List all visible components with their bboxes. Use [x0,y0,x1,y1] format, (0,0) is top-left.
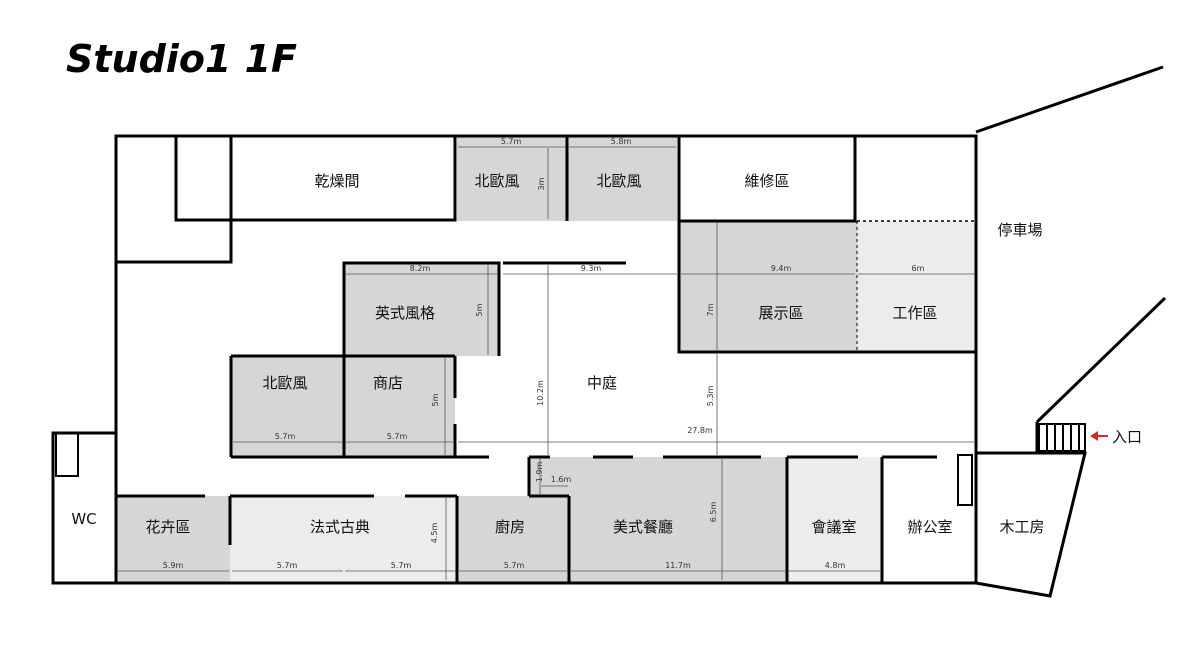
label-office: 辦公室 [907,518,952,536]
dim-nordic-top1-width: 5.7m [501,137,522,146]
dim-shop-depth: 5m [431,393,440,406]
dim-total-length: 27.8m [687,426,713,435]
label-meeting: 會議室 [811,518,856,536]
room-step [529,457,569,496]
dim-american-depth: 6.5m [709,502,718,523]
label-workarea: 工作區 [892,304,937,322]
label-shop: 商店 [373,374,403,392]
label-drying: 乾燥間 [314,172,359,190]
label-french: 法式古典 [310,518,370,536]
dimension-lines [118,146,974,580]
wc-fixture [55,432,79,477]
dim-showroom-depth: 7m [706,303,715,316]
dim-french-width1: 5.7m [277,561,298,570]
dimension-labels: 5.7m 5.8m 3m 8.2m 5m 9.3m 9.4m 6m 7m 10.… [163,137,925,570]
wall-repair [677,136,857,223]
dim-nordic-top1-depth: 3m [537,177,546,190]
dim-english-width: 8.2m [410,264,431,273]
label-repair: 維修區 [744,172,789,190]
dim-nordic-top2-width: 5.8m [611,137,632,146]
boundary-east [1035,296,1167,424]
parking-boundary [975,65,1164,134]
dim-nordic-mid-width: 5.7m [275,432,296,441]
label-nordic-mid: 北歐風 [262,374,307,392]
wall-nw-block [116,136,233,264]
room-meeting [787,457,882,582]
room-nordic-mid [231,356,344,457]
walls [51,65,1167,598]
wall-carpentry [975,451,1087,598]
dim-flower-width: 5.9m [163,561,184,570]
wall-english [342,261,501,356]
label-parking: 停車場 [997,221,1042,239]
room-shop [344,356,455,457]
label-courtyard: 中庭 [587,374,617,392]
label-entrance: 入口 [1112,428,1142,446]
room-nordic-top2 [567,137,677,221]
dim-american-width: 11.7m [665,561,691,570]
label-nordic-top2: 北歐風 [596,172,641,190]
dim-english-depth: 5m [475,303,484,316]
room-workarea [857,221,975,352]
wall-drying [174,136,457,222]
label-carpentry: 木工房 [999,518,1044,536]
room-nordic-top1 [457,137,567,221]
dim-showroom-width: 9.4m [771,264,792,273]
dim-kitchen-width: 5.7m [504,561,525,570]
entrance-stairs [1038,423,1086,452]
dim-corridor-width: 9.3m [581,264,602,273]
label-kitchen: 廚房 [495,518,525,536]
dim-courtyard-depth: 10.2m [536,380,545,406]
label-flower: 花卉區 [145,518,190,536]
room-kitchen [457,496,569,582]
dim-shop-width: 5.7m [387,432,408,441]
page-title: Studio1 1F [66,37,297,81]
label-wc: WC [71,510,96,528]
wall-showroom [677,221,976,354]
office-fixture [957,454,973,506]
room-labels: 乾燥間 北歐風 北歐風 維修區 停車場 英式風格 展示區 工作區 北歐風 商店 … [71,172,1142,536]
room-american [569,457,787,582]
label-showroom: 展示區 [758,304,803,322]
dim-courtyard-side: 5.3m [706,386,715,407]
dim-meeting-width: 4.8m [825,561,846,570]
room-fills [116,137,975,582]
wc-wall [51,431,118,585]
dim-french-depth: 4.5m [430,523,439,544]
label-nordic-top1: 北歐風 [474,172,519,190]
dim-french-width2: 5.7m [391,561,412,570]
dim-step-depth: 1.9m [535,462,544,483]
dim-step-width: 1.6m [551,475,572,484]
room-english [344,263,499,356]
entrance-arrow-icon [1090,431,1108,441]
label-english: 英式風格 [375,304,435,322]
room-flower [116,496,230,582]
room-french [230,496,457,582]
room-showroom [679,221,857,352]
dim-workarea-width: 6m [912,264,925,273]
label-american: 美式餐廳 [613,518,673,536]
